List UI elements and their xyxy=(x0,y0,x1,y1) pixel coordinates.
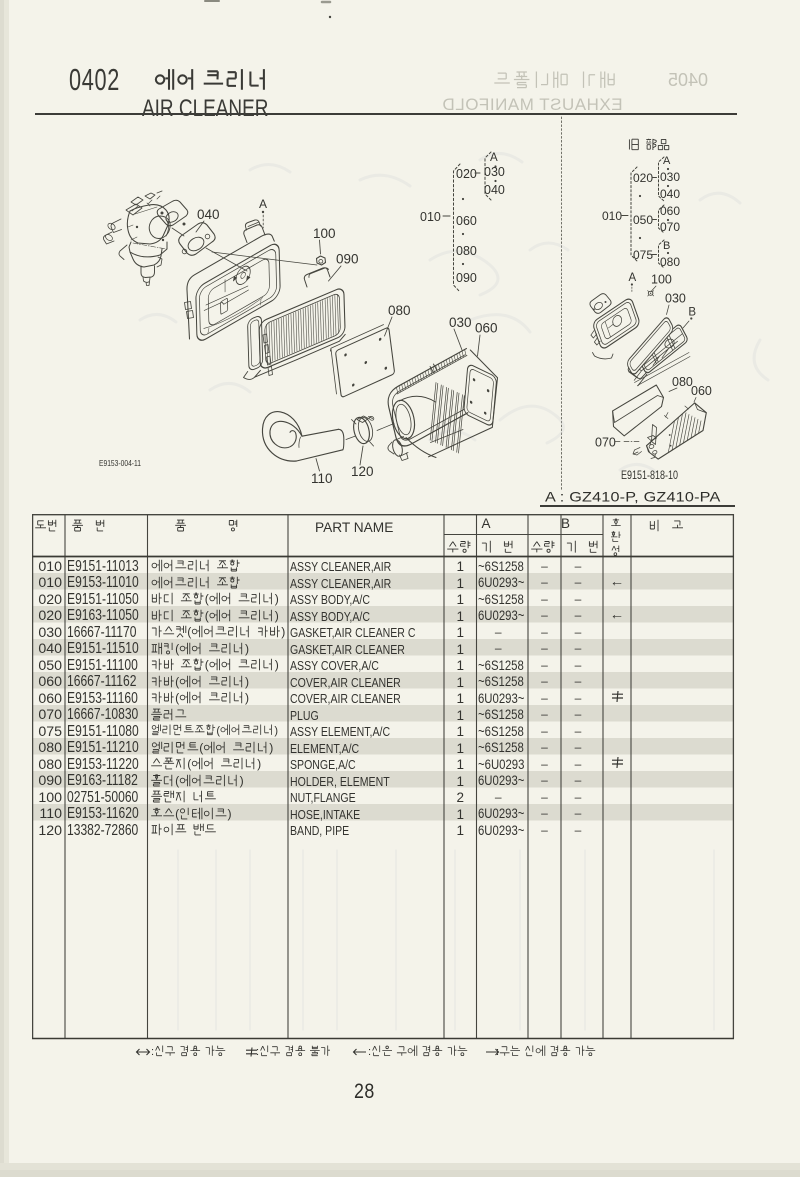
svg-text:(: ( xyxy=(187,757,191,771)
svg-text::: : xyxy=(368,1046,371,1058)
svg-text:): ) xyxy=(257,757,261,771)
svg-text:060: 060 xyxy=(691,384,712,398)
svg-text:(: ( xyxy=(175,774,179,788)
svg-text::: : xyxy=(256,1046,259,1058)
svg-text:(: ( xyxy=(205,609,209,623)
svg-text:): ) xyxy=(227,807,231,821)
svg-text:A: A xyxy=(490,152,498,164)
svg-text:): ) xyxy=(245,691,249,705)
svg-text:040: 040 xyxy=(197,207,220,222)
svg-text:(: ( xyxy=(216,725,220,737)
svg-text:B: B xyxy=(663,240,670,252)
svg-text:): ) xyxy=(274,725,278,737)
svg-text:120: 120 xyxy=(351,464,374,479)
svg-text:(: ( xyxy=(175,642,179,656)
svg-text:(: ( xyxy=(199,741,203,755)
svg-text:080: 080 xyxy=(388,303,411,318)
svg-text:010: 010 xyxy=(420,210,441,224)
svg-text:A: A xyxy=(259,197,267,211)
svg-text:080: 080 xyxy=(660,255,680,269)
svg-text:010: 010 xyxy=(602,209,622,223)
svg-text:(: ( xyxy=(187,625,191,639)
svg-text:(: ( xyxy=(175,807,179,821)
svg-text:080: 080 xyxy=(672,375,693,389)
svg-text:100: 100 xyxy=(651,273,672,287)
svg-text:080: 080 xyxy=(456,244,477,258)
svg-text:B: B xyxy=(688,307,696,319)
svg-text:090: 090 xyxy=(336,252,359,267)
svg-text:): ) xyxy=(275,658,279,672)
svg-text:020: 020 xyxy=(633,171,653,185)
svg-text:100: 100 xyxy=(313,226,336,241)
svg-text:A: A xyxy=(663,155,671,167)
svg-text:): ) xyxy=(275,592,279,606)
svg-text::: : xyxy=(151,1046,154,1058)
svg-text:110: 110 xyxy=(311,471,333,486)
svg-text:): ) xyxy=(240,774,244,788)
svg-text:060: 060 xyxy=(456,214,477,228)
svg-text:(: ( xyxy=(205,658,209,672)
svg-text:): ) xyxy=(245,642,249,656)
svg-text:070: 070 xyxy=(595,436,616,450)
svg-text:(: ( xyxy=(205,592,209,606)
svg-text::: : xyxy=(496,1046,499,1058)
svg-text:): ) xyxy=(269,741,273,755)
svg-text:A: A xyxy=(629,272,637,284)
svg-text:030: 030 xyxy=(449,315,472,330)
svg-text:030: 030 xyxy=(484,165,505,179)
svg-text:070: 070 xyxy=(660,220,680,234)
svg-text:(: ( xyxy=(175,691,179,705)
svg-text:040: 040 xyxy=(484,183,505,197)
svg-text:075: 075 xyxy=(633,248,653,262)
svg-text:E9151-818-10: E9151-818-10 xyxy=(621,470,678,482)
svg-text:050: 050 xyxy=(633,213,653,227)
svg-text:060: 060 xyxy=(660,204,680,218)
svg-text:E9153-004-11: E9153-004-11 xyxy=(99,459,141,468)
svg-text:060: 060 xyxy=(475,321,498,336)
svg-text:030: 030 xyxy=(660,170,680,184)
svg-text:): ) xyxy=(281,625,285,639)
svg-text:030: 030 xyxy=(665,292,686,306)
svg-text:090: 090 xyxy=(456,271,477,285)
svg-text:(: ( xyxy=(175,675,179,689)
svg-text:): ) xyxy=(245,675,249,689)
svg-text:): ) xyxy=(275,609,279,623)
svg-text:020: 020 xyxy=(456,167,477,181)
svg-text:040: 040 xyxy=(660,187,680,201)
